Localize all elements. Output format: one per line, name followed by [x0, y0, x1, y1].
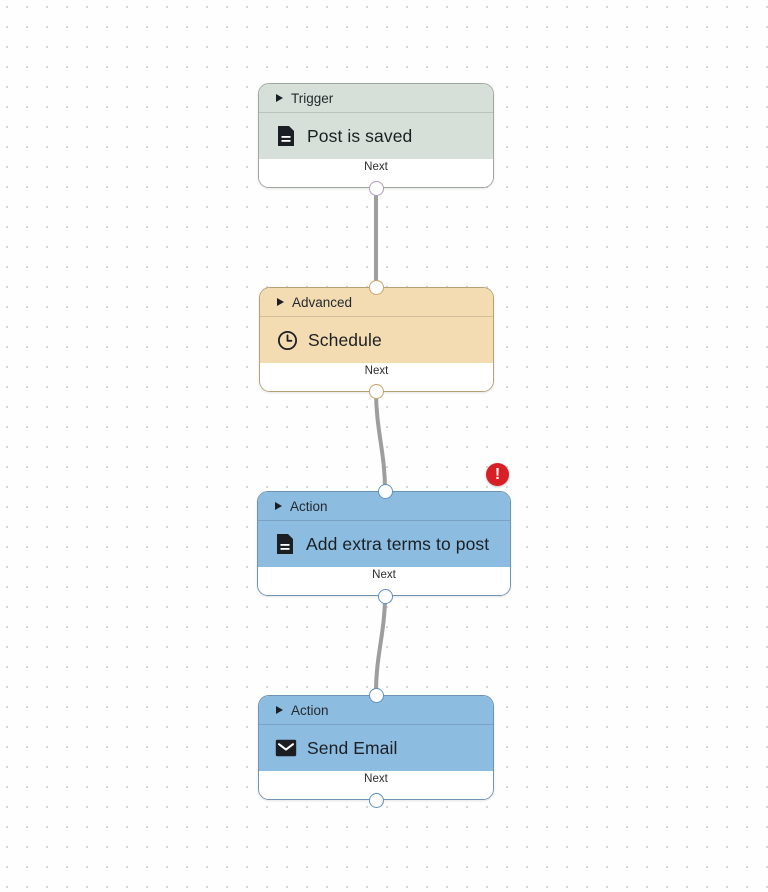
node-body-trigger[interactable]: Post is saved — [259, 113, 493, 159]
port-action-send-email-out[interactable] — [368, 792, 384, 808]
node-body-action[interactable]: Add extra terms to post — [258, 521, 510, 567]
clock-icon — [276, 328, 298, 352]
next-label: Next — [364, 365, 389, 377]
workflow-node-action-add-terms[interactable]: Action Add extra terms to post Next — [257, 491, 511, 596]
port-action-add-terms-in[interactable] — [377, 483, 393, 499]
port-advanced-out[interactable] — [368, 383, 384, 399]
node-type-label: Trigger — [291, 90, 334, 106]
port-action-add-terms-out[interactable] — [377, 588, 393, 604]
node-type-label: Advanced — [292, 294, 353, 310]
node-body-action[interactable]: Send Email — [259, 725, 493, 771]
envelope-icon — [275, 736, 297, 760]
port-action-send-email-in[interactable] — [368, 687, 384, 703]
node-title: Post is saved — [307, 125, 413, 146]
chevron-right-icon[interactable] — [276, 706, 283, 714]
node-title: Schedule — [308, 329, 382, 350]
node-type-label: Action — [290, 498, 328, 514]
workflow-node-action-send-email[interactable]: Action Send Email Next — [258, 695, 494, 800]
chevron-right-icon[interactable] — [275, 502, 282, 510]
next-label: Next — [364, 161, 388, 173]
document-icon — [274, 532, 296, 556]
connector-advanced-to-action1 — [374, 390, 387, 491]
workflow-node-trigger[interactable]: Trigger Post is saved Next — [258, 83, 494, 188]
connector-action1-to-action2 — [374, 595, 387, 693]
port-advanced-in[interactable] — [368, 279, 384, 295]
document-icon — [275, 124, 297, 148]
chevron-right-icon[interactable] — [277, 298, 284, 306]
node-type-label: Action — [291, 702, 329, 718]
error-badge-icon[interactable]: ! — [486, 463, 509, 486]
exclamation-glyph: ! — [494, 465, 501, 483]
workflow-node-advanced[interactable]: Advanced Schedule Next — [259, 287, 494, 392]
node-body-advanced[interactable]: Schedule — [260, 317, 493, 363]
port-trigger-out[interactable] — [368, 180, 384, 196]
node-header-trigger[interactable]: Trigger — [259, 84, 493, 113]
chevron-right-icon[interactable] — [276, 94, 283, 102]
next-label: Next — [372, 569, 396, 581]
node-title: Add extra terms to post — [306, 533, 490, 554]
next-label: Next — [364, 773, 388, 785]
node-title: Send Email — [307, 737, 398, 758]
